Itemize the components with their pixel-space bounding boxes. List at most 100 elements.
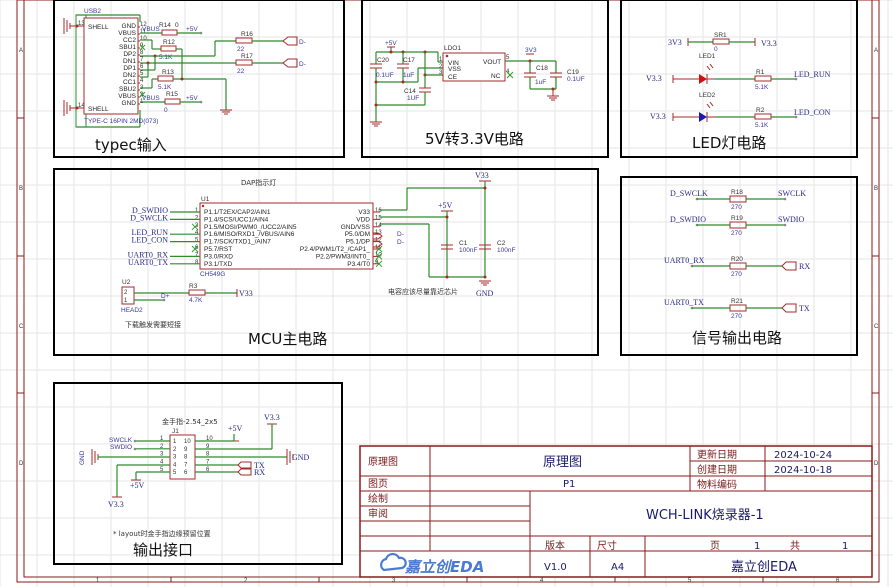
pin-number: 1: [124, 298, 128, 304]
pin-number: 5: [160, 467, 164, 473]
pin-label: SHELL: [88, 24, 109, 31]
pin-label: VOUT: [483, 59, 501, 66]
pin-number: 3: [173, 455, 177, 461]
pin-label: P5.7/RST: [204, 246, 232, 253]
title-block: 原理图 原理图 图页 P1 绘制 审阅 更新日期 2024-10-24 创建日期…: [359, 445, 873, 578]
led1-circuit[interactable]: LED1 V3.3 R1 5.1K LED_RUN: [646, 53, 831, 91]
row-marker: D: [19, 461, 24, 467]
net-port-tx[interactable]: TX: [237, 461, 265, 470]
net-label: SWDIO: [110, 444, 132, 451]
net-port-dplus[interactable]: D-: [282, 58, 306, 68]
net-label: D+: [161, 293, 170, 300]
no-connect-icon: [375, 253, 383, 260]
net-port-rx[interactable]: RX: [237, 468, 265, 477]
pin-label: GND: [122, 100, 137, 107]
pin-number: 4: [140, 78, 144, 84]
pin-label: SBU2: [119, 86, 136, 93]
part-number: 金手指-2.54_2x5: [162, 417, 218, 426]
resistor-r3[interactable]: R3 4.7K V33: [188, 283, 253, 304]
block-title: MCU主电路: [248, 330, 327, 348]
resistor-r13[interactable]: R13 5.1K: [140, 69, 232, 115]
net-port-dm[interactable]: D-: [373, 231, 404, 240]
pin-number: 2: [173, 447, 177, 453]
power-label: GND: [79, 450, 86, 465]
sheet-size: A4: [611, 562, 624, 573]
net-port-dminus[interactable]: D-: [282, 36, 306, 46]
label-version: 版本: [545, 539, 565, 552]
resistor-value: 0: [714, 46, 718, 53]
resistor-ref: R15: [166, 91, 178, 98]
resistor-r17[interactable]: R17 22: [235, 53, 283, 75]
resistor-r12[interactable]: R12 5.1K: [140, 39, 183, 79]
mcu-block[interactable]: MCU主电路 DAP指示灯 U1 CH549G P1.1/T2EX/CAP2/A…: [53, 168, 599, 356]
capacitor-c20[interactable]: C20 0.1UF: [370, 52, 394, 122]
pin-label: SHELL: [88, 106, 109, 113]
capacitor-c1[interactable]: C1 100nF: [441, 240, 477, 254]
component-ref: LDO1: [444, 45, 461, 52]
ldo-block[interactable]: 5V转3.3V电路 +5V C20 0.1UF C17 1uF: [361, 0, 609, 158]
net-label: LED_RUN: [132, 228, 169, 237]
net-junction: [783, 223, 787, 227]
row-marker: B: [19, 186, 23, 192]
drawing-name: 原理图: [543, 455, 582, 470]
led2-circuit[interactable]: LED2 V3.3 R2 5.1K LED_CON: [650, 92, 831, 129]
pin-label: P3.1/TXD: [204, 261, 232, 268]
capacitor-ref: C19: [567, 69, 579, 76]
typec-right-pins: GND12VBUS11CC210SBU19DP28DN17DP16DN25CC1…: [118, 22, 147, 107]
pin-label: GND/VSS: [341, 224, 371, 231]
pin-label: P1.5/MOSI/PWM0_/UCC2/AIN5: [204, 224, 297, 231]
net-port-dp[interactable]: D-: [373, 239, 404, 248]
capacitor-c18[interactable]: C18 1uF: [524, 61, 548, 89]
capacitor-c17[interactable]: C17 1uF: [397, 52, 415, 82]
resistor-ref: R2: [756, 107, 765, 114]
header-u2[interactable]: [121, 286, 135, 305]
ground-icon: [286, 449, 294, 465]
pin-number: 7: [184, 462, 188, 468]
net-label: UART0_TX: [664, 298, 704, 307]
capacitor-c14[interactable]: C14 1UF: [374, 75, 432, 107]
resistor-value: 5.1K: [159, 54, 173, 61]
pin-label: P1.7/SCK/TXD1_/AIN7: [204, 239, 271, 246]
resistor-sr1[interactable]: 3V3 SR1 0 V3.3: [668, 32, 777, 53]
pin-label: VBUS: [118, 93, 136, 100]
resistor-ref: R14: [159, 22, 171, 29]
resistor-r15[interactable]: VBUS R15 0 +5V: [140, 91, 203, 114]
led-block[interactable]: LED灯电路 3V3 SR1 0 V3.3 LED1 V3.3 R1 5.1K: [620, 0, 858, 158]
resistor-r16[interactable]: R16 22: [235, 31, 283, 53]
component-ref: U1: [201, 196, 210, 203]
pin-number: 9: [140, 43, 144, 49]
pin-number: 4: [160, 459, 164, 465]
pin-number: 15: [375, 215, 382, 221]
pin-number: 1: [195, 208, 199, 214]
resistor-body: [729, 195, 747, 203]
svg-text:TX: TX: [254, 461, 265, 470]
component-ref: J1: [172, 428, 179, 435]
led-ref: LED2: [699, 92, 716, 99]
row-marker: D: [874, 461, 879, 467]
mcu-left-pins: P1.1/T2EX/CAP2/AIN11D_SWDIOP1.4/SCS/UCC1…: [128, 206, 297, 268]
ldo-regulator[interactable]: [442, 52, 506, 82]
capacitor-c2[interactable]: C2 100nF: [479, 240, 515, 254]
power-label: +5V: [186, 95, 198, 102]
col-marker: 3: [392, 578, 396, 584]
power-label: GND: [292, 453, 310, 462]
usb-c-connector[interactable]: [83, 17, 139, 115]
net-label: VBUS: [142, 95, 160, 102]
resistor-value: 5.1K: [158, 84, 172, 91]
mcu-chip[interactable]: [199, 202, 374, 270]
part-number: TYPE-C 16PIN 2MD(073): [84, 118, 158, 125]
annotation: 电容应该尽量靠近芯片: [388, 287, 458, 296]
pin-number: 2: [439, 64, 443, 70]
resistor-value: 0: [175, 22, 179, 29]
resistor-r14[interactable]: VBUS R14 0 +5V: [140, 22, 203, 36]
capacitor-c19[interactable]: C19 0.1UF: [550, 61, 585, 89]
